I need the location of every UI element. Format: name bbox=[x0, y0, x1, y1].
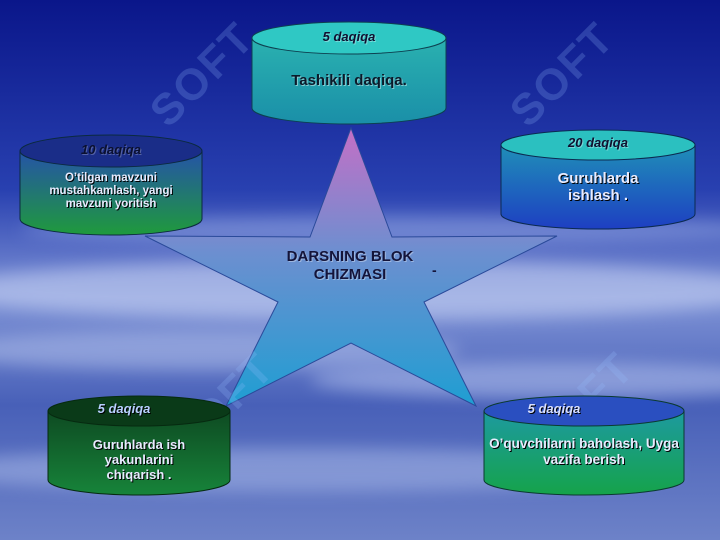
block-text: O’tilgan mavzuni mustahkamlash, yangi ma… bbox=[49, 172, 173, 211]
block-bottom-left: 5 daqiqa Guruhlarda ish yakunlarini chiq… bbox=[47, 395, 231, 496]
block-text: Guruhlarda ish yakunlarini chiqarish . bbox=[92, 437, 186, 482]
star-shape bbox=[144, 126, 558, 408]
block-text: O’quvchilarni baholash, Uyga vazifa beri… bbox=[489, 436, 679, 467]
time-label: 5 daqiqa bbox=[97, 401, 151, 416]
block-right: 20 daqiqa Guruhlarda ishlash . bbox=[500, 129, 696, 230]
block-text: Guruhlarda ishlash . bbox=[557, 170, 639, 205]
time-label: 5 daqiqa bbox=[322, 29, 376, 44]
block-bottom-right: 5 daqiqa O’quvchilarni baholash, Uyga va… bbox=[483, 395, 685, 496]
block-text: Tashikili daqiqa. bbox=[291, 72, 407, 89]
diagram-title: DARSNING BLOK CHIZMASI bbox=[286, 248, 414, 283]
block-top: 5 daqiqa Tashikili daqiqa. bbox=[251, 21, 447, 125]
time-label: 20 daqiqa bbox=[568, 135, 628, 150]
time-label: 10 daqiqa bbox=[81, 142, 141, 157]
block-left: 10 daqiqa O’tilgan mavzuni mustahkamlash… bbox=[19, 134, 203, 236]
center-mark: - bbox=[432, 262, 437, 278]
time-label: 5 daqiqa bbox=[527, 401, 581, 416]
